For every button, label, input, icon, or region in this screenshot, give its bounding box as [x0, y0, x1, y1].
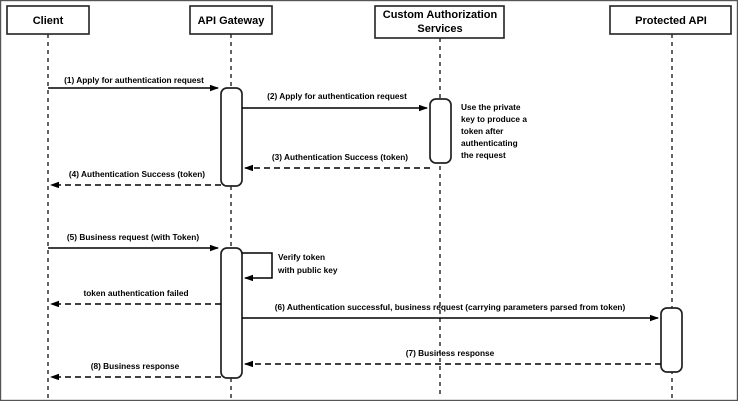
- participant-box-protected-api: [609, 5, 732, 35]
- activation-api-gateway-auth: [220, 87, 243, 187]
- message-2[interactable]: (2) Apply for authentication request: [242, 91, 428, 112]
- participant-api-gateway[interactable]: API Gateway: [189, 5, 273, 35]
- message-2-label: (2) Apply for authentication request: [267, 91, 407, 101]
- participant-label-protected-api: Protected API: [635, 15, 707, 27]
- message-1[interactable]: (1) Apply for authentication request: [48, 75, 219, 92]
- message-7-label: (7) Business response: [406, 348, 495, 358]
- participant-client[interactable]: Client: [6, 5, 90, 35]
- message-3-label: (3) Authentication Success (token): [272, 152, 408, 162]
- message-token-auth-failed-label: token authentication failed: [83, 288, 188, 298]
- message-self-verify-token-label-line1: Verify token: [278, 252, 325, 262]
- participant-box-client: [6, 5, 90, 35]
- message-5-label: (5) Business request (with Token): [67, 232, 199, 242]
- message-4-label: (4) Authentication Success (token): [69, 169, 205, 179]
- activation-api-gateway-business: [220, 247, 243, 379]
- participant-custom-auth[interactable]: Custom Authorization Services: [374, 5, 505, 39]
- activation-custom-auth: [429, 98, 452, 164]
- note-private-key-line-5: the request: [461, 150, 506, 160]
- message-6-label: (6) Authentication successful, business …: [275, 302, 626, 312]
- note-private-key-line-3: token after: [461, 126, 504, 136]
- note-private-key-line-2: key to produce a: [461, 114, 527, 124]
- note-private-key-box: [458, 98, 544, 156]
- message-8[interactable]: (8) Business response: [50, 361, 221, 381]
- activation-protected-api: [660, 307, 683, 373]
- message-4[interactable]: (4) Authentication Success (token): [50, 169, 221, 189]
- message-6[interactable]: (6) Authentication successful, business …: [242, 302, 659, 322]
- participant-label-api-gateway: API Gateway: [198, 15, 266, 27]
- participant-label-client: Client: [33, 15, 64, 27]
- participant-label-custom-auth-line1: Custom Authorization: [383, 9, 498, 21]
- participant-label-custom-auth-line2: Services: [417, 23, 462, 35]
- message-self-verify-token[interactable]: Verify token with public key: [242, 252, 338, 282]
- participant-protected-api[interactable]: Protected API: [609, 5, 732, 35]
- message-1-label: (1) Apply for authentication request: [64, 75, 204, 85]
- message-3[interactable]: (3) Authentication Success (token): [244, 152, 430, 172]
- message-self-verify-token-label-line2: with public key: [277, 265, 338, 275]
- participant-box-api-gateway: [189, 5, 273, 35]
- participant-box-custom-auth: [374, 5, 505, 39]
- note-private-key: Use the private key to produce a token a…: [458, 98, 544, 160]
- note-private-key-line-1: Use the private: [461, 102, 521, 112]
- message-7[interactable]: (7) Business response: [244, 348, 661, 368]
- note-private-key-line-4: authenticating: [461, 138, 518, 148]
- message-token-auth-failed[interactable]: token authentication failed: [50, 288, 221, 308]
- message-5[interactable]: (5) Business request (with Token): [48, 232, 219, 252]
- message-8-label: (8) Business response: [91, 361, 180, 371]
- message-self-verify-token-arrow: [242, 252, 273, 282]
